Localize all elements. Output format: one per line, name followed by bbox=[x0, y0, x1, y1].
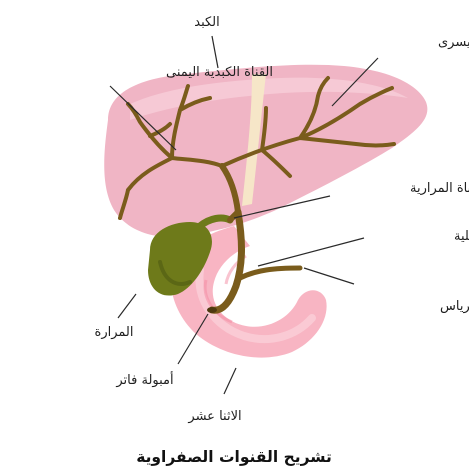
label-pancreatic-duct: قناة البنكرياس bbox=[440, 299, 469, 314]
label-common-hepatic-duct: قناة الكبدية الأصلية bbox=[454, 227, 469, 244]
label-ampulla-of-vater: أمبولة فاتر bbox=[115, 371, 173, 388]
label-duodenum: الاثنا عشر bbox=[187, 409, 241, 424]
label-gallbladder: المرارة bbox=[95, 325, 134, 340]
diagram-caption: تشريح القنوات الصفراوية bbox=[136, 448, 332, 466]
ampulla-marker bbox=[207, 307, 217, 313]
pancreatic-duct-path bbox=[240, 268, 300, 278]
leader-liver bbox=[212, 36, 218, 68]
label-cystic-duct: القناة المرارية bbox=[410, 181, 469, 196]
leader-duodenum bbox=[224, 368, 236, 394]
label-left-hepatic-duct: القناة الكبدية اليسرى bbox=[438, 35, 469, 50]
leader-pancreatic-duct bbox=[304, 268, 354, 284]
label-liver: الكبد bbox=[194, 15, 220, 30]
label-right-hepatic-duct: القناة الكبدية اليمنى bbox=[166, 65, 273, 80]
leader-common-hepatic-duct bbox=[258, 238, 364, 266]
leader-gallbladder bbox=[118, 294, 136, 318]
